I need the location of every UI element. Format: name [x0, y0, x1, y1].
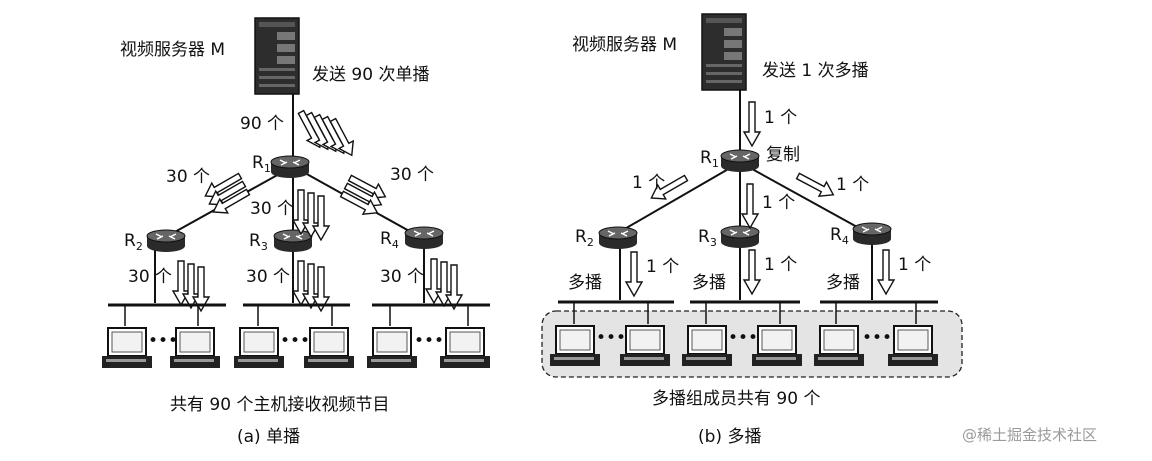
branch-right-label: 30 个	[390, 165, 434, 185]
host-computer-icon	[813, 325, 865, 367]
host-computer-icon	[101, 327, 153, 369]
lan-left-label: 30 个	[128, 267, 172, 287]
multicast-arrow-r4-lan	[877, 249, 895, 295]
router-r2-icon	[146, 229, 186, 253]
link-count-label: 1 个	[764, 108, 797, 128]
unicast-summary: 共有 90 个主机接收视频节目	[170, 395, 389, 415]
host-computer-icon	[619, 325, 671, 367]
router-r1-icon	[720, 149, 760, 173]
unicast-arrows-r1-r4	[337, 170, 390, 221]
branch-right-label: 1 个	[836, 175, 869, 195]
ellipsis: •••	[280, 331, 310, 351]
ellipsis: •••	[596, 328, 626, 348]
unicast-caption: (a) 单播	[237, 427, 300, 447]
ellipsis: •••	[862, 328, 892, 348]
r1-r2-link	[608, 163, 738, 239]
multicast-arrow-server-r1	[743, 101, 761, 147]
branch-mid-label: 1 个	[762, 193, 795, 213]
video-server-icon	[701, 13, 747, 91]
router-r1-icon	[270, 155, 310, 179]
server-label: 视频服务器 M	[572, 35, 677, 55]
multicast-right-label: 多播	[826, 273, 860, 293]
branch-left-label: 1 个	[632, 173, 665, 193]
host-computer-icon	[681, 325, 733, 367]
multicast-left-label: 多播	[568, 273, 602, 293]
host-computer-icon	[751, 325, 803, 367]
router-r4-icon	[404, 226, 444, 250]
lan-left-label: 1 个	[646, 257, 679, 277]
unicast-arrows-server-r1	[293, 107, 360, 160]
host-computer-icon	[549, 325, 601, 367]
link-count-label: 90 个	[240, 114, 284, 134]
lan-mid-label: 1 个	[764, 255, 797, 275]
ellipsis: •••	[148, 331, 178, 351]
multicast-arrow-r1-r3	[741, 183, 759, 229]
multicast-panel: 视频服务器 M 发送 1 次多播 R1 复制 R2 R3 R4 1 个 1 个 …	[541, 13, 963, 447]
router-r3-icon	[273, 229, 313, 253]
r4-label: R4	[380, 229, 399, 251]
unicast-arrows-r4-lan	[425, 258, 463, 310]
host-computer-icon	[303, 327, 355, 369]
watermark: @稀土掘金技术社区	[962, 426, 1097, 444]
server-label: 视频服务器 M	[120, 40, 225, 60]
branch-mid-label: 30 个	[250, 199, 294, 219]
ellipsis: •••	[414, 331, 444, 351]
r3-label: R3	[698, 227, 717, 249]
host-computer-icon	[439, 327, 491, 369]
r4-label: R4	[830, 225, 849, 247]
multicast-caption: (b) 多播	[698, 427, 761, 447]
multicast-arrow-r2-lan	[625, 251, 643, 297]
host-computer-icon	[233, 327, 285, 369]
r1-label: R1	[700, 148, 719, 170]
send-label: 发送 1 次多播	[762, 61, 869, 81]
host-computer-icon	[887, 325, 939, 367]
send-label: 发送 90 次单播	[312, 65, 429, 85]
r2-label: R2	[124, 231, 143, 253]
ellipsis: •••	[728, 328, 758, 348]
lan-right-label: 30 个	[380, 267, 424, 287]
router-r2-icon	[598, 226, 638, 250]
branch-left-label: 30 个	[166, 167, 210, 187]
r1-label: R1	[252, 153, 271, 175]
video-server-icon	[254, 17, 300, 95]
r2-label: R2	[575, 227, 594, 249]
r3-label: R3	[249, 231, 268, 253]
multicast-summary: 多播组成员共有 90 个	[652, 389, 820, 409]
lan-mid-label: 30 个	[246, 267, 290, 287]
router-r3-icon	[720, 225, 760, 249]
host-computer-icon	[366, 327, 418, 369]
copy-label: 复制	[766, 145, 800, 165]
router-r4-icon	[852, 222, 892, 246]
unicast-panel: 视频服务器 M 发送 90 次单播 R1 R2 R3 R4 90 个	[101, 17, 491, 447]
lan-right-label: 1 个	[898, 255, 931, 275]
r1-r4-link	[742, 163, 869, 234]
multicast-arrow-r3-lan	[743, 249, 761, 295]
multicast-mid-label: 多播	[692, 273, 726, 293]
